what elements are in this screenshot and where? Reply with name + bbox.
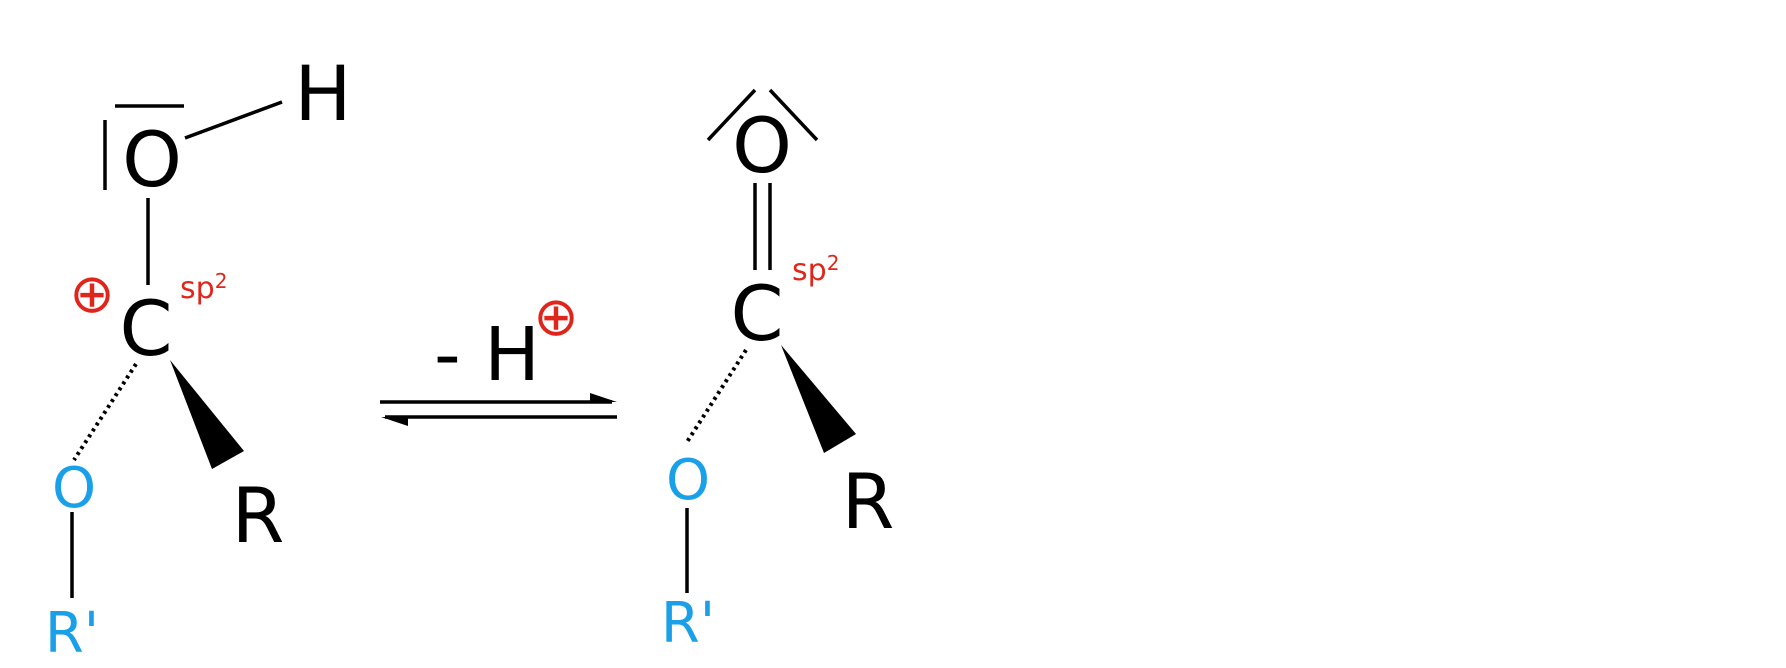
equilibrium-arrow: - H ⊕ [380,285,617,426]
left-o-h-bond [184,100,283,140]
forward-arrow-head [590,393,617,402]
right-r-group: R [842,457,895,546]
left-hybridization-label: sp2 [180,269,227,306]
right-hybridization-label: sp2 [792,251,839,288]
right-wedge-bond [781,345,856,453]
right-molecule: O C sp2 R O R' [661,88,895,656]
right-hashed-bond [685,348,748,444]
left-positive-charge: ⊕ [69,262,114,325]
left-wedge-bond [170,360,244,469]
right-r-prime: R' [661,591,715,656]
left-ether-oxygen: O [52,456,96,521]
reverse-arrow-head [381,417,408,426]
left-r-prime: R' [45,601,99,666]
right-carbonyl-carbon: C [730,269,783,358]
right-ether-oxygen: O [666,448,710,513]
right-o-lone-pair-right [768,88,819,142]
left-r-group: R [232,471,285,560]
arrow-reagent-label: - H [434,312,540,398]
right-o-lone-pair-left [706,88,757,142]
right-carbonyl-oxygen: O [732,101,792,190]
left-molecule: O H ⊕ C sp2 R O R' [45,49,352,666]
left-hydroxyl-hydrogen: H [294,49,351,138]
left-hashed-bond [72,362,138,462]
left-hydroxyl-oxygen: O [122,115,182,204]
left-carbocation-carbon: C [119,284,172,373]
arrow-reagent-charge: ⊕ [533,285,578,348]
